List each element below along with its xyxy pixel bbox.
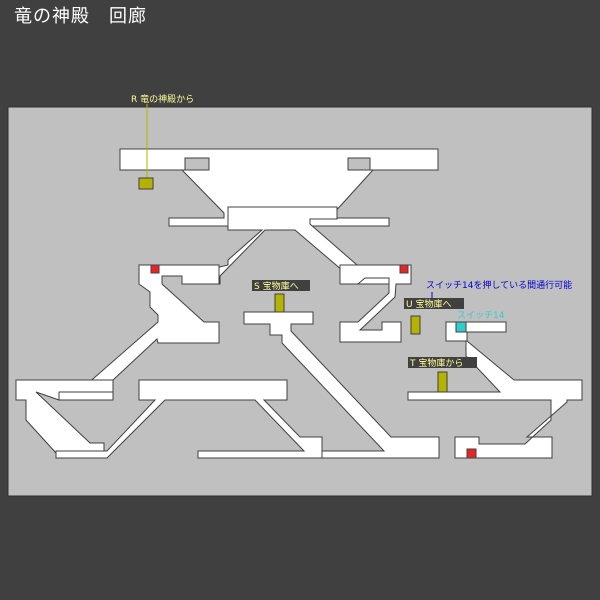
door-icon[interactable]	[138, 177, 154, 190]
switch-icon[interactable]	[455, 321, 467, 333]
switch-label: スイッチ14	[457, 310, 505, 321]
treasure-chest-icon[interactable]	[466, 448, 477, 459]
door-icon[interactable]	[274, 293, 285, 313]
exit-s-label: S 宝物庫へ	[254, 280, 299, 292]
treasure-chest-icon[interactable]	[150, 264, 160, 274]
exit-r-label: R 竜の神殿から	[131, 93, 194, 105]
exit-u-label-bg	[404, 298, 464, 309]
exit-s-label-bg	[252, 280, 310, 291]
treasure-chest-icon[interactable]	[399, 264, 409, 274]
corridor-right-upper	[339, 264, 412, 343]
corridor-left-lower	[15, 379, 114, 459]
door-icon[interactable]	[410, 315, 421, 335]
exit-u-label: U 宝物庫へ	[406, 298, 451, 310]
corridors	[15, 148, 583, 459]
door-icon[interactable]	[437, 371, 448, 393]
corridor-center-s	[243, 311, 440, 459]
corridor-mid-lower	[55, 379, 323, 459]
exit-t-label-bg	[408, 357, 477, 368]
page-title: 竜の神殿 回廊	[14, 6, 147, 27]
corridor-top	[119, 148, 439, 227]
map-floor	[7, 106, 593, 497]
switch-note: スイッチ14を押している間通行可能	[426, 279, 572, 291]
exit-t-label: T 宝物庫から	[409, 357, 463, 369]
corridor-right-middle	[407, 321, 583, 459]
corridor-left-upper	[58, 264, 220, 401]
